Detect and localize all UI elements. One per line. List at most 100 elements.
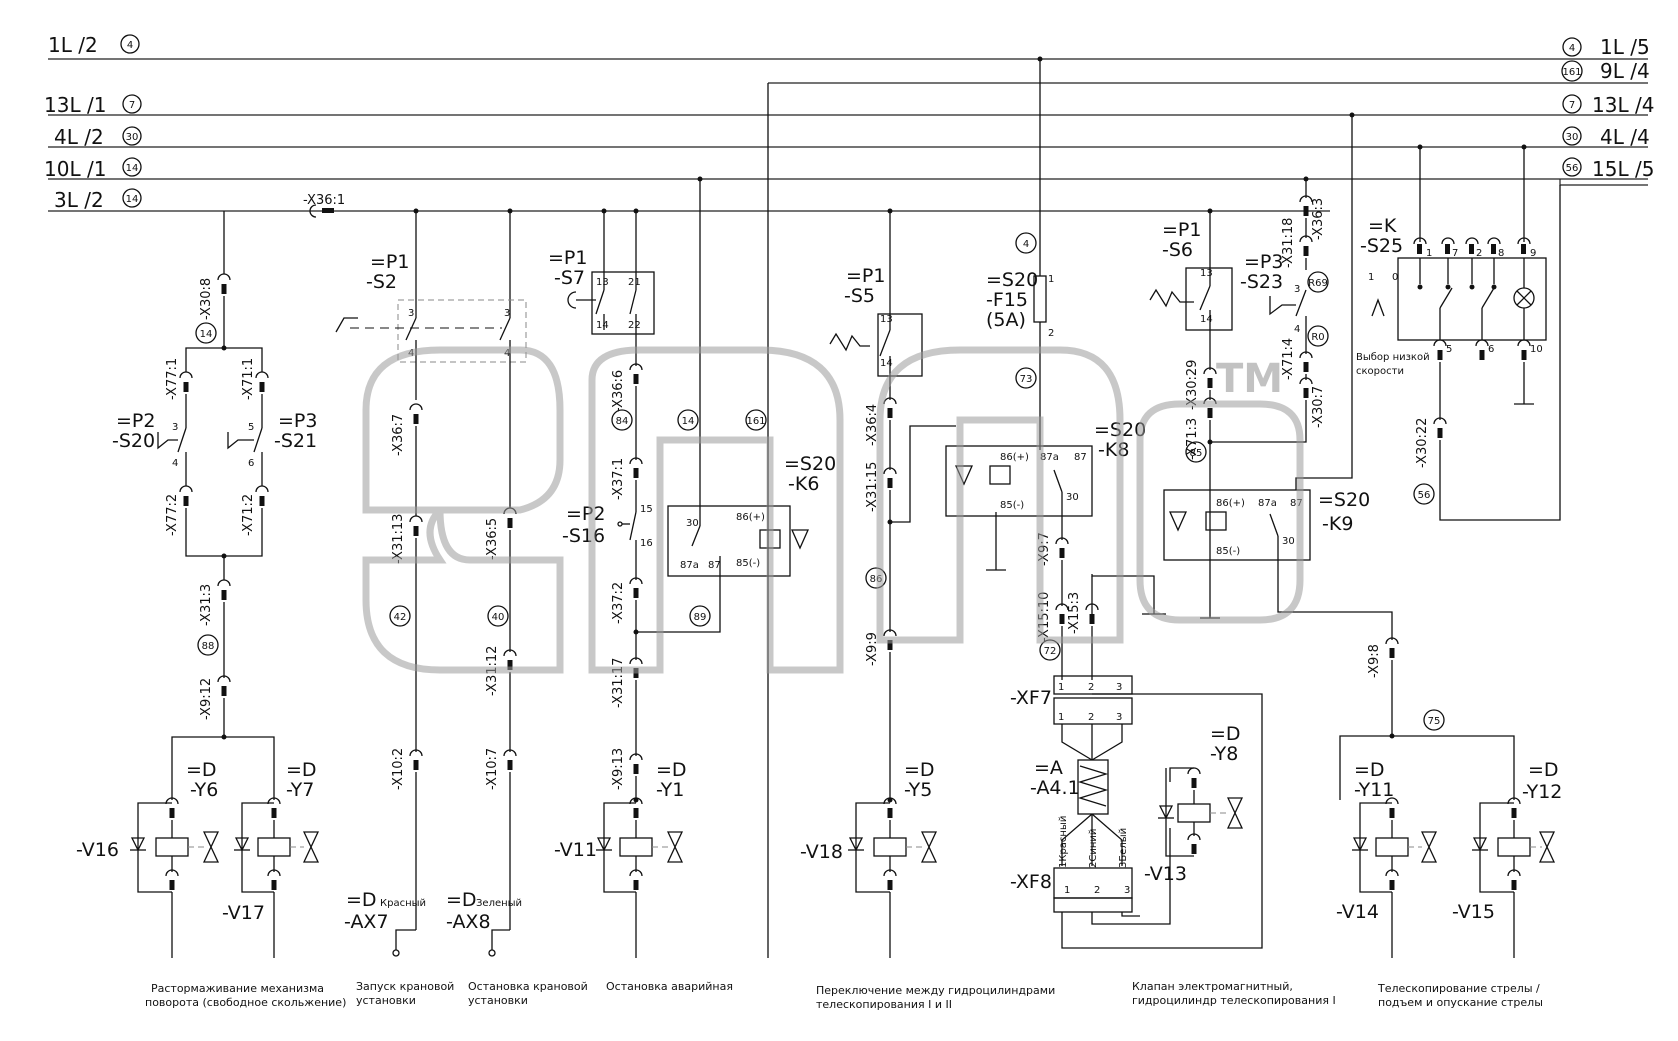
svg-text:=S20: =S20 bbox=[1318, 489, 1370, 511]
circuit-swing-release: -X30:8 14 -X77:1 -X71:1 3 4 =P2 -S20 5 6… bbox=[112, 211, 317, 801]
svg-text:21: 21 bbox=[628, 277, 641, 288]
svg-text:73: 73 bbox=[1020, 374, 1033, 385]
svg-text:поворота (свободное скольжение: поворота (свободное скольжение) bbox=[145, 996, 346, 1009]
svg-text:-X71:3: -X71:3 bbox=[1185, 418, 1200, 460]
svg-text:=D: =D bbox=[656, 759, 687, 781]
svg-text:-Y12: -Y12 bbox=[1522, 781, 1562, 803]
svg-text:3: 3 bbox=[172, 422, 178, 433]
svg-text:85: 85 bbox=[1190, 448, 1203, 459]
svg-text:-X36:7: -X36:7 bbox=[391, 414, 406, 456]
svg-text:-X77:2: -X77:2 bbox=[165, 494, 180, 536]
svg-text:86(+): 86(+) bbox=[1000, 452, 1029, 463]
rail-num: 56 bbox=[1566, 163, 1579, 174]
svg-text:-V14: -V14 bbox=[1336, 901, 1379, 923]
svg-text:86(+): 86(+) bbox=[1216, 498, 1245, 509]
watermark-tm: TM bbox=[1216, 356, 1283, 402]
svg-text:=A: =A bbox=[1034, 757, 1063, 779]
svg-text:=D: =D bbox=[446, 889, 477, 911]
circuit-speed-select: 1 7 2 8 9 1 0 =K -S25 5 6 10 -X30:22 bbox=[1356, 144, 1561, 521]
svg-text:=D: =D bbox=[1354, 759, 1385, 781]
rail-labels-left: 1L /2 13L /1 4L /2 10L /1 3L /2 4 7 30 1… bbox=[44, 33, 142, 212]
svg-text:87a: 87a bbox=[680, 560, 699, 571]
svg-text:86(+): 86(+) bbox=[736, 512, 765, 523]
rail-num: 7 bbox=[129, 100, 135, 111]
svg-text:72: 72 bbox=[1044, 646, 1057, 657]
svg-text:22: 22 bbox=[628, 320, 641, 331]
rail-label-13l-right: 13L /4 bbox=[1592, 93, 1654, 117]
rail-label-3l: 3L /2 bbox=[54, 188, 104, 212]
rail-num: 161 bbox=[1562, 67, 1581, 78]
watermark-logo: TM bbox=[362, 346, 1304, 674]
rail-num: 7 bbox=[1569, 100, 1575, 111]
svg-text:-X30:22: -X30:22 bbox=[1415, 418, 1430, 468]
svg-text:установки: установки bbox=[356, 994, 416, 1007]
svg-text:6: 6 bbox=[1488, 344, 1494, 355]
svg-text:=D: =D bbox=[904, 759, 935, 781]
caption-boom-telescope: Телескопирование стрелы / bbox=[1377, 982, 1540, 995]
svg-text:1: 1 bbox=[1058, 682, 1064, 693]
svg-text:30: 30 bbox=[1066, 492, 1079, 503]
svg-text:-X31:17: -X31:17 bbox=[611, 658, 626, 708]
svg-text:86: 86 bbox=[870, 574, 883, 585]
rail-label-15l: 15L /5 bbox=[1592, 157, 1654, 181]
svg-text:-X71:4: -X71:4 bbox=[1281, 338, 1296, 380]
svg-text:=P1: =P1 bbox=[370, 251, 409, 273]
svg-text:75: 75 bbox=[1428, 716, 1441, 727]
section-captions: Растормаживание механизма поворота (своб… bbox=[145, 980, 1543, 1011]
svg-text:42: 42 bbox=[394, 612, 407, 623]
svg-text:-X71:1: -X71:1 bbox=[241, 358, 256, 400]
svg-text:=P1: =P1 bbox=[1162, 219, 1201, 241]
svg-text:=S20: =S20 bbox=[986, 269, 1038, 291]
circuit-telescope-switch: 13 14 =P1 -S5 -X36:4 -X31:15 86 -X9:9 =D… bbox=[767, 83, 956, 958]
caption-crane-stop: Остановка крановой bbox=[468, 980, 588, 993]
svg-text:-X36:1: -X36:1 bbox=[303, 193, 345, 208]
rail-num: 14 bbox=[126, 163, 139, 174]
svg-text:88: 88 bbox=[202, 641, 215, 652]
svg-text:1: 1 bbox=[1058, 712, 1064, 723]
svg-text:(5A): (5A) bbox=[986, 309, 1026, 331]
svg-text:-X77:1: -X77:1 bbox=[165, 358, 180, 400]
svg-text:3: 3 bbox=[1116, 682, 1122, 693]
svg-text:-Y6: -Y6 bbox=[190, 779, 218, 801]
svg-text:-S23: -S23 bbox=[1240, 271, 1283, 293]
svg-text:-V16: -V16 bbox=[76, 839, 119, 861]
svg-text:-X31:15: -X31:15 bbox=[865, 462, 880, 512]
svg-text:87: 87 bbox=[1290, 498, 1303, 509]
p2-s20-label: =P2 bbox=[116, 410, 155, 432]
svg-text:13: 13 bbox=[880, 314, 893, 325]
svg-text:-X10:7: -X10:7 bbox=[485, 748, 500, 790]
caption-emergency-stop: Остановка аварийная bbox=[606, 980, 733, 993]
svg-text:-X9:8: -X9:8 bbox=[1367, 644, 1382, 678]
svg-text:14: 14 bbox=[1200, 314, 1213, 325]
svg-text:Выбор низкой: Выбор низкой bbox=[1356, 352, 1430, 363]
svg-text:=D: =D bbox=[1528, 759, 1559, 781]
svg-text:-X36:6: -X36:6 bbox=[611, 370, 626, 412]
svg-text:телескопирования I и II: телескопирования I и II bbox=[816, 998, 952, 1011]
rail-label-4l: 4L /2 bbox=[54, 125, 104, 149]
svg-text:2: 2 bbox=[1476, 248, 1482, 259]
svg-text:-X31:18: -X31:18 bbox=[1281, 218, 1296, 268]
svg-text:-Y1: -Y1 bbox=[656, 779, 684, 801]
rail-label-9l: 9L /4 bbox=[1600, 59, 1650, 83]
svg-text:89: 89 bbox=[694, 612, 707, 623]
svg-text:2: 2 bbox=[1048, 328, 1054, 339]
valve-y5: -V18 bbox=[800, 797, 938, 958]
svg-text:14: 14 bbox=[880, 358, 893, 369]
svg-text:-XF7: -XF7 bbox=[1010, 687, 1052, 709]
caption-crane-start: Запуск крановой bbox=[356, 980, 454, 993]
svg-text:-X31:13: -X31:13 bbox=[391, 514, 406, 564]
svg-text:подъем и опускание стрелы: подъем и опускание стрелы bbox=[1378, 996, 1543, 1009]
caption-telescope-switch: Переключение между гидроцилиндрами bbox=[816, 984, 1055, 997]
rail-num: 4 bbox=[1569, 43, 1575, 54]
svg-text:=K: =K bbox=[1368, 215, 1397, 237]
svg-text:-XF8: -XF8 bbox=[1010, 871, 1052, 893]
rail-num: 30 bbox=[126, 132, 139, 143]
svg-text:30: 30 bbox=[686, 518, 699, 529]
svg-text:скорости: скорости bbox=[1356, 366, 1404, 377]
svg-text:14: 14 bbox=[596, 320, 609, 331]
svg-text:161: 161 bbox=[746, 416, 765, 427]
rail-label-10l: 10L /1 bbox=[44, 157, 106, 181]
svg-text:=D: =D bbox=[286, 759, 317, 781]
svg-text:30: 30 bbox=[1282, 536, 1295, 547]
svg-text:-K8: -K8 bbox=[1098, 439, 1129, 461]
